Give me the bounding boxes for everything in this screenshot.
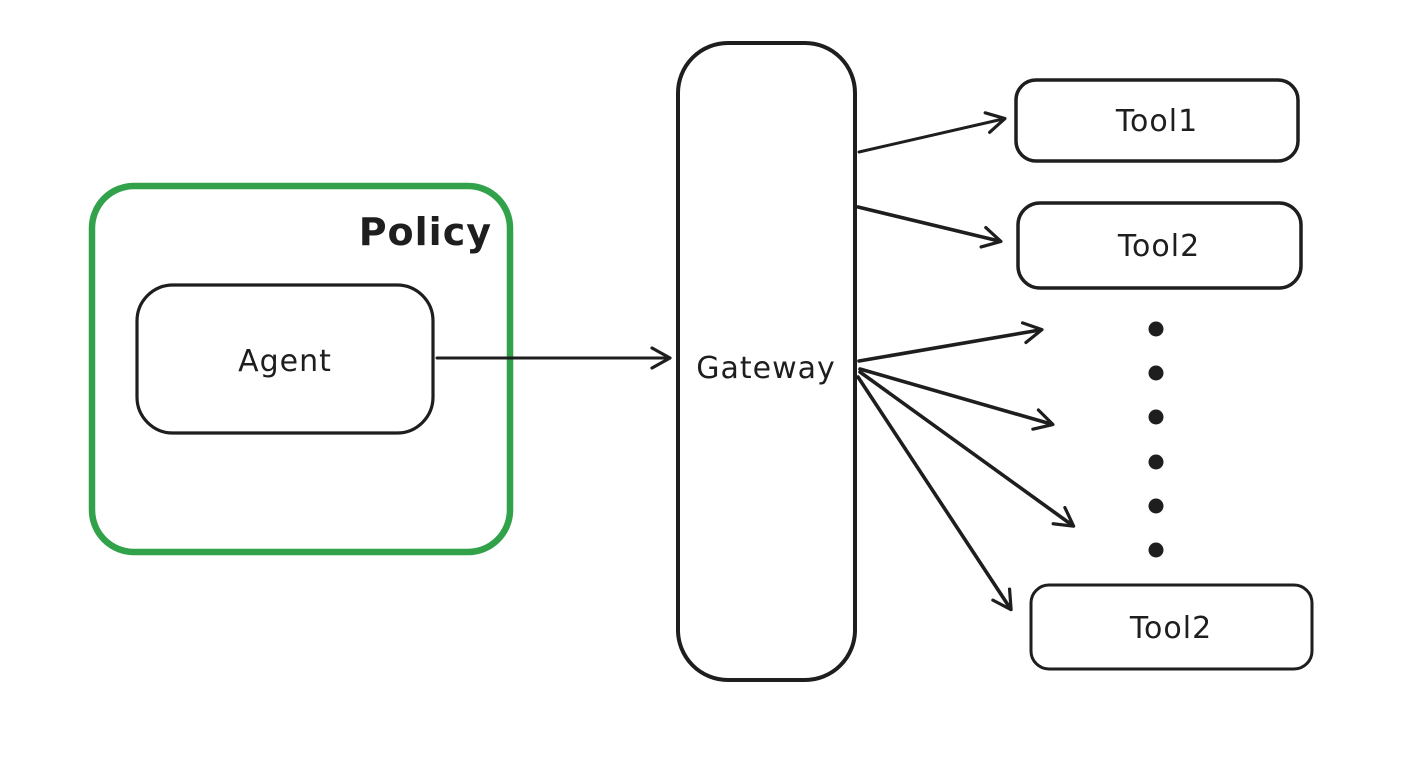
- tool2-node-label: Tool2: [1117, 229, 1200, 264]
- policy-group-label: Policy: [359, 210, 492, 254]
- ellipsis-dot: [1148, 409, 1164, 425]
- ellipsis-dot: [1148, 321, 1164, 337]
- policy-group-box: [88, 182, 514, 556]
- agent-node: [135, 283, 435, 435]
- gateway-node-label: Gateway: [696, 351, 836, 386]
- arrow-gateway-fan-2: [858, 367, 1055, 431]
- arrow-gateway-fan-1: [857, 321, 1044, 363]
- ellipsis-dot: [1148, 454, 1164, 470]
- arrow-gateway-to-tool2: [856, 205, 1003, 249]
- arrow-gateway-fan-3: [858, 370, 1076, 528]
- agent-node-label: Agent: [238, 344, 332, 379]
- tool1-node-label: Tool1: [1115, 104, 1198, 139]
- tool2-node: [1016, 201, 1303, 290]
- gateway-node: [676, 41, 857, 682]
- tooln-node-label: Tool2: [1129, 611, 1212, 646]
- ellipsis-dots: [1148, 321, 1164, 558]
- ellipsis-dot: [1148, 542, 1164, 558]
- tool1-node: [1014, 78, 1300, 163]
- ellipsis-dot: [1148, 365, 1164, 381]
- ellipsis-dot: [1148, 498, 1164, 514]
- arrow-gateway-to-tooln: [856, 375, 1013, 612]
- tooln-node: [1029, 583, 1314, 671]
- arrow-gateway-to-tool1: [857, 111, 1007, 154]
